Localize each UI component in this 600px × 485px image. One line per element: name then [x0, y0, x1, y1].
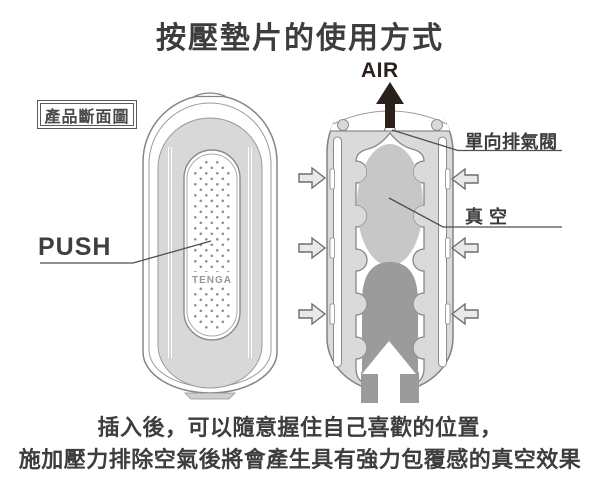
product-cross-section-view [326, 82, 562, 403]
push-label: PUSH [38, 233, 112, 261]
footer-line-2: 施加壓力排除空氣後將會產生具有強力包覆感的真空效果 [18, 447, 582, 472]
press-pad-dots [191, 159, 233, 330]
air-label: AIR [361, 59, 399, 82]
inward-arrow-icon [298, 302, 327, 326]
inward-arrow-icon [450, 236, 479, 260]
valve-label: 單向排氣閥 [465, 132, 558, 152]
inner-shell-line [148, 102, 272, 388]
vacuum-leader-line [388, 197, 562, 228]
top-cap-bump [193, 92, 227, 98]
bottom-foot [184, 392, 236, 400]
vacuum-label: 真空 [465, 207, 513, 227]
tenga-logo: TENGA [192, 275, 232, 286]
valve-leader-line [391, 129, 562, 152]
footer-line-1: 插入後，可以隨意握住自己喜歡的位置， [97, 415, 503, 440]
product-exterior-view: TENGA [40, 92, 278, 400]
push-leader-line [40, 240, 212, 264]
inward-arrow-icon [450, 302, 479, 326]
inward-arrow-icon [298, 166, 327, 190]
inward-arrow-icon [298, 236, 327, 260]
dome-corner-detail [431, 119, 443, 131]
section-label-box: 產品斷面圖 [37, 100, 137, 129]
air-arrow-icon [376, 82, 404, 128]
wall-slots [329, 168, 451, 325]
press-pad-inner-line [186, 153, 238, 337]
page-title: 按壓墊片的使用方式 [156, 22, 444, 55]
press-arrows [298, 166, 479, 326]
vacuum-region [357, 144, 423, 266]
inward-arrow-icon [450, 167, 479, 191]
dome-corner-detail [337, 119, 349, 131]
insert-up-arrow-icon [362, 341, 416, 403]
